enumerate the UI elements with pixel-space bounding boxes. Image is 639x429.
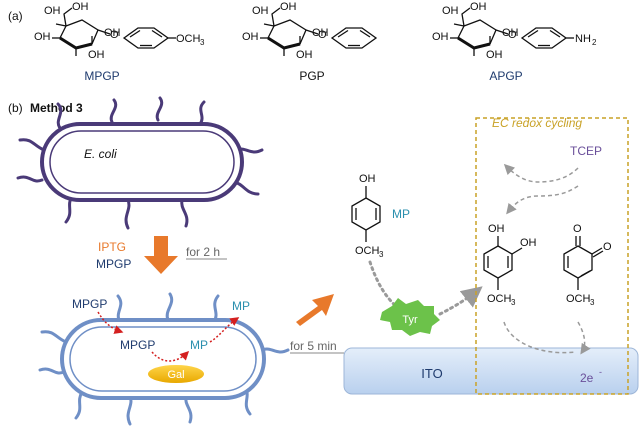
redox-cycling-box (475, 117, 629, 395)
quinone-structure: O O OCH 3 (563, 223, 612, 307)
mpgp-inside: MPGP (120, 338, 155, 352)
panel-a-label: (a) (8, 9, 23, 23)
inducer-label: IPTG (98, 240, 126, 254)
mp-outside: MP (232, 299, 250, 313)
atom-och: OCH (566, 293, 591, 305)
ito-label: ITO (421, 366, 442, 381)
atom-oh: OH (104, 27, 121, 39)
atom-oh: OH (442, 5, 459, 17)
gal-enzyme (148, 365, 204, 383)
atom-subscript: 3 (379, 250, 384, 259)
atom-o: O (318, 29, 327, 41)
mpgp-outside: MPGP (72, 297, 107, 311)
time-label-5min: for 5 min (290, 339, 337, 353)
compound-name-apgp: APGP (489, 69, 522, 83)
atom-oh: OH (502, 27, 519, 39)
atom-oh: OH (432, 31, 449, 43)
electrons-label: 2e (580, 371, 594, 385)
pgp-structure: OH OH OH OH OH O (242, 1, 377, 61)
atom-oh: OH (72, 1, 89, 13)
mp-inside: MP (190, 338, 208, 352)
down-arrow (144, 236, 178, 274)
atom-oh: OH (520, 237, 537, 249)
atom-o: O (603, 241, 612, 253)
atom-oh: OH (312, 27, 329, 39)
atom-oh: OH (486, 49, 503, 61)
atom-oh: OH (488, 223, 505, 235)
substrate-label: MPGP (96, 257, 131, 271)
atom-nh: NH (575, 33, 591, 45)
compound-name-mpgp: MPGP (84, 69, 119, 83)
gal-label: Gal (167, 369, 184, 381)
atom-och: OCH (355, 245, 380, 257)
redox-cycling-title: EC redox cycling (492, 116, 582, 130)
ecoli-label: E. coli (84, 147, 117, 161)
time-label-2h: for 2 h (186, 245, 220, 259)
mp-structure: OH OCH 3 (351, 173, 384, 259)
apgp-structure: OH OH OH OH OH O NH 2 (432, 1, 597, 61)
compound-name-pgp: PGP (299, 69, 324, 83)
catechol-structure: OH OH OCH 3 (483, 223, 537, 307)
atom-och: OCH (487, 293, 512, 305)
ito-electrode (343, 347, 639, 395)
atom-oh: OH (88, 49, 105, 61)
atom-o: O (573, 223, 582, 235)
panel-b-label: (b) (8, 101, 23, 115)
atom-o: O (508, 29, 517, 41)
atom-och: OCH (176, 33, 201, 45)
tyr-label: Tyr (402, 314, 418, 326)
atom-oh: OH (280, 1, 297, 13)
transfer-arrow (296, 294, 334, 326)
atom-oh: OH (44, 5, 61, 17)
atom-subscript: 3 (200, 38, 205, 47)
atom-oh: OH (34, 31, 51, 43)
mpgp-structure: OH OH OH OH OH O OCH 3 (34, 1, 205, 61)
atom-subscript: 2 (592, 38, 597, 47)
atom-oh: OH (359, 173, 376, 185)
atom-o: O (110, 29, 119, 41)
atom-oh: OH (242, 31, 259, 43)
mp-label: MP (392, 207, 410, 221)
tyr-enzyme (380, 298, 440, 336)
panel-b-title: Method 3 (30, 101, 83, 115)
tcep-label: TCEP (570, 144, 602, 158)
atom-oh: OH (252, 5, 269, 17)
electrons-superscript: - (599, 367, 602, 377)
atom-oh: OH (296, 49, 313, 61)
atom-subscript: 3 (511, 298, 516, 307)
atom-subscript: 3 (590, 298, 595, 307)
atom-oh: OH (470, 1, 487, 13)
